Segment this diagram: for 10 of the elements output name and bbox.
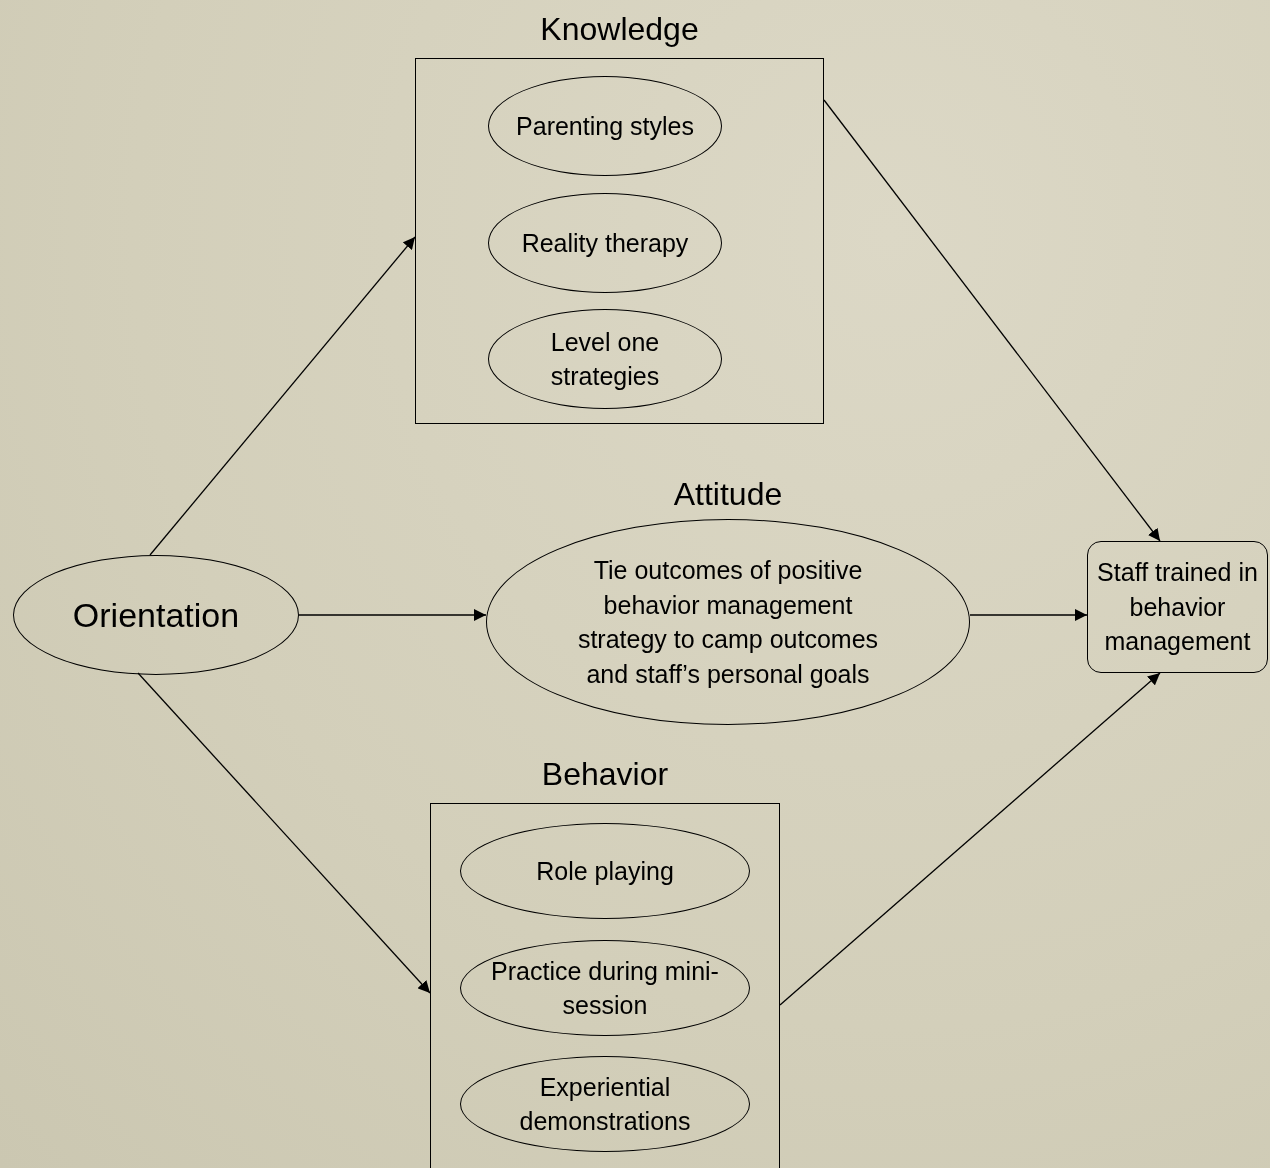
group-heading: Attitude: [673, 476, 783, 513]
arrow: [149, 236, 416, 556]
group-heading: Behavior: [541, 755, 669, 793]
arrow: [969, 609, 1088, 621]
group-heading: Knowledge: [540, 10, 699, 48]
arrow: [823, 99, 1161, 542]
arrow: [298, 609, 487, 621]
arrow: [779, 672, 1161, 1006]
arrow: [137, 672, 431, 994]
rounded-box: Staff trained in behavior management: [1087, 541, 1268, 673]
